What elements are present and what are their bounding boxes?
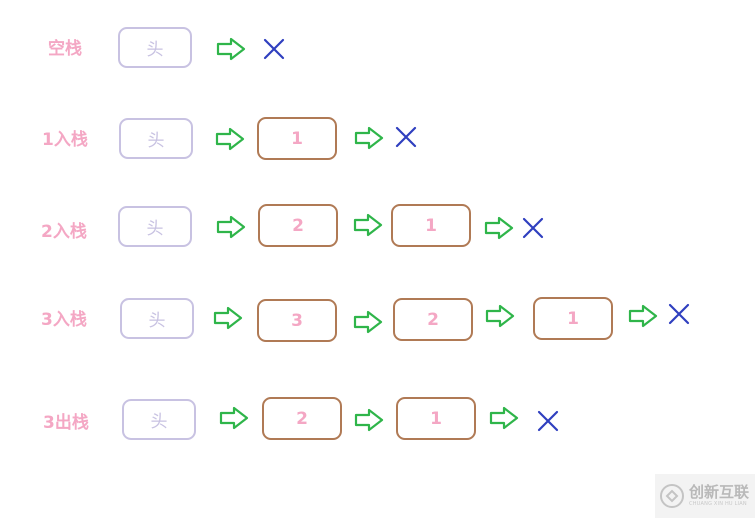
head-node: 头 — [120, 298, 194, 339]
hollow-right-arrow-icon — [484, 216, 514, 240]
hollow-right-arrow-icon — [485, 304, 515, 328]
cross-icon — [668, 303, 690, 325]
hollow-right-arrow-icon — [489, 406, 519, 430]
row-label: 空栈 — [48, 39, 82, 59]
hollow-right-arrow-icon — [353, 213, 383, 237]
hollow-right-arrow-icon — [354, 126, 384, 150]
stack-node: 2 — [258, 204, 338, 247]
head-node: 头 — [118, 27, 192, 68]
stack-node: 1 — [257, 117, 337, 160]
row-label: 2入栈 — [41, 222, 87, 242]
hollow-right-arrow-icon — [354, 408, 384, 432]
watermark-main-text: 创新互联 — [689, 483, 750, 501]
row-label: 3入栈 — [41, 310, 87, 330]
stack-node: 2 — [262, 397, 342, 440]
stack-node: 1 — [396, 397, 476, 440]
cross-icon — [263, 38, 285, 60]
row-label: 1入栈 — [42, 130, 88, 150]
hollow-right-arrow-icon — [216, 37, 246, 61]
head-node: 头 — [118, 206, 192, 247]
cross-icon — [522, 217, 544, 239]
stack-node: 3 — [257, 299, 337, 342]
hollow-right-arrow-icon — [213, 306, 243, 330]
brand-logo-icon — [660, 484, 684, 508]
stack-node: 1 — [533, 297, 613, 340]
watermark-sub-text: CHUANG XIN HU LIAN — [689, 501, 747, 507]
cross-icon — [395, 126, 417, 148]
hollow-right-arrow-icon — [628, 304, 658, 328]
head-node: 头 — [119, 118, 193, 159]
hollow-right-arrow-icon — [216, 215, 246, 239]
stack-node: 2 — [393, 298, 473, 341]
hollow-right-arrow-icon — [353, 310, 383, 334]
hollow-right-arrow-icon — [215, 127, 245, 151]
head-node: 头 — [122, 399, 196, 440]
row-label: 3出栈 — [43, 413, 89, 433]
stack-node: 1 — [391, 204, 471, 247]
watermark: 创新互联 CHUANG XIN HU LIAN — [655, 474, 755, 518]
hollow-right-arrow-icon — [219, 406, 249, 430]
cross-icon — [537, 410, 559, 432]
